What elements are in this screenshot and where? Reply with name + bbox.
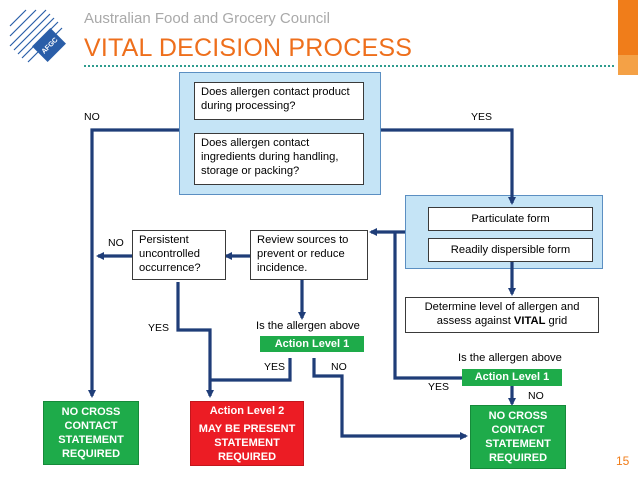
action-level-1-right: Action Level 1 [462, 369, 562, 386]
dispersible-form-box: Readily dispersible form [428, 238, 593, 262]
determine-level-box: Determine level of allergen and assess a… [405, 297, 599, 333]
question-product-contact-text: Does allergen contact product during pro… [201, 86, 350, 112]
allergen-above-question-left: Is the allergen above [256, 320, 360, 332]
dispersible-form-text: Readily dispersible form [450, 244, 571, 256]
label-yes-right: YES [428, 381, 450, 393]
org-name: Australian Food and Grocery Council [84, 10, 330, 27]
arrow-no-mid [312, 358, 468, 440]
outcome-right-text: NO CROSS CONTACT STATEMENT REQUIRED [485, 410, 551, 464]
label-no-top: NO [84, 111, 100, 123]
question-ingredient-contact: Does allergen contact ingredients during… [194, 133, 364, 185]
outcome-left-text: NO CROSS CONTACT STATEMENT REQUIRED [58, 406, 124, 460]
label-no-right: NO [528, 390, 544, 402]
persistent-occurrence-text: Persistent uncontrolled occurrence? [139, 234, 201, 274]
allergen-above-question-right: Is the allergen above [458, 352, 562, 364]
persistent-occurrence-box: Persistent uncontrolled occurrence? [132, 230, 226, 280]
outcome-may-be-present-text: MAY BE PRESENT STATEMENT REQUIRED [198, 423, 296, 463]
arrow-no-top [88, 128, 179, 398]
arrow-yes-persistent [176, 282, 214, 398]
review-sources-text: Review sources to prevent or reduce inci… [257, 234, 349, 274]
page-title: VITAL DECISION PROCESS [84, 34, 413, 62]
corner-accent [618, 0, 638, 55]
corner-accent-light [618, 55, 638, 75]
outcome-may-be-present: Action Level 2 MAY BE PRESENT STATEMENT … [190, 401, 304, 466]
determine-level-text: Determine level of allergen and assess a… [424, 301, 580, 327]
question-ingredient-contact-text: Does allergen contact ingredients during… [201, 137, 339, 177]
label-yes-top: YES [471, 111, 493, 123]
afgc-logo: AFGC [6, 6, 68, 68]
label-no-persistent: NO [108, 237, 124, 249]
outcome-no-cross-contact-right: NO CROSS CONTACT STATEMENT REQUIRED [470, 405, 566, 469]
title-divider [84, 65, 614, 67]
arrow-yes-top [381, 128, 516, 205]
outcome-action-level-2: Action Level 2 [209, 405, 285, 417]
page-number: 15 [616, 454, 630, 468]
label-yes-mid: YES [264, 361, 286, 373]
particulate-form-text: Particulate form [471, 213, 550, 225]
determine-level-bold: VITAL [513, 315, 546, 327]
arrow-yes-mid [210, 358, 292, 382]
review-sources-box: Review sources to prevent or reduce inci… [250, 230, 368, 280]
panel-left-connector [393, 232, 462, 380]
determine-level-tail: grid [548, 315, 568, 327]
question-product-contact: Does allergen contact product during pro… [194, 82, 364, 120]
particulate-form-box: Particulate form [428, 207, 593, 231]
label-no-mid: NO [331, 361, 347, 373]
label-yes-persistent: YES [148, 322, 170, 334]
outcome-no-cross-contact-left: NO CROSS CONTACT STATEMENT REQUIRED [43, 401, 139, 465]
action-level-1-left: Action Level 1 [260, 336, 364, 352]
